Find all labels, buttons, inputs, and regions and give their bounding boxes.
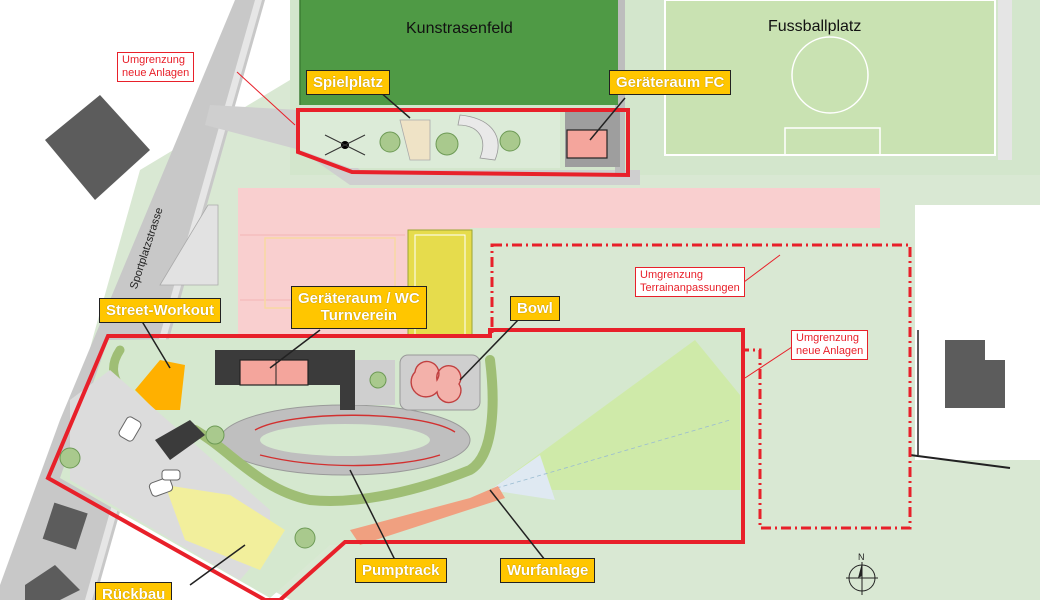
callout-geraeteraum-wc: Geräteraum / WC Turnverein: [291, 286, 427, 329]
house: [25, 565, 80, 600]
callout-street-workout: Street-Workout: [99, 298, 222, 324]
callout-rueckbau: Rückbau: [95, 582, 173, 600]
field-edge: [998, 0, 1012, 160]
throwing-sector: [490, 340, 740, 490]
boundary-main: [45, 328, 745, 600]
note-umgrenzung-right-line1: Umgrenzung: [796, 332, 859, 344]
callout-geraeteraum-wc-line1: Geräteraum / WC: [298, 290, 420, 307]
geraeteraum-wc-building: [239, 359, 309, 386]
note-terrain-line1: Umgrenzung: [640, 269, 703, 281]
note-terrain-line2: Terrainanpassungen: [640, 282, 740, 295]
house: [45, 95, 150, 200]
note-umgrenzung-right-line2: neue Anlagen: [796, 345, 864, 358]
house: [945, 360, 1005, 408]
note-terrain: Umgrenzung Terrainanpassungen: [635, 267, 745, 298]
label-kunstrasenfeld: Kunstrasenfeld: [406, 20, 513, 37]
geraeteraum-fc-building: [566, 129, 608, 159]
street-workout-area: [135, 360, 185, 410]
callout-geraeteraum-fc: Geräteraum FC: [609, 70, 732, 96]
callout-bowl: Bowl: [510, 296, 560, 322]
callout-pumptrack: Pumptrack: [355, 558, 447, 584]
callout-spielplatz: Spielplatz: [306, 70, 391, 96]
note-umgrenzung-top-line1: Umgrenzung: [122, 54, 185, 66]
label-fussballplatz: Fussballplatz: [768, 18, 862, 35]
hedge-path: [190, 355, 498, 506]
ramp: [159, 204, 219, 286]
callout-wurfanlage: Wurfanlage: [500, 558, 596, 584]
wurfanlage-runway: [350, 486, 505, 545]
house: [42, 502, 88, 550]
note-umgrenzung-top-line2: neue Anlagen: [122, 67, 190, 80]
north-label: N: [858, 552, 865, 562]
rueckbau-area: [165, 485, 285, 570]
boundary-spielplatz: [296, 108, 630, 178]
callout-geraeteraum-wc-line2: Turnverein: [320, 307, 398, 325]
note-umgrenzung-right: Umgrenzung neue Anlagen: [791, 330, 869, 361]
note-umgrenzung-top: Umgrenzung neue Anlagen: [117, 52, 195, 83]
